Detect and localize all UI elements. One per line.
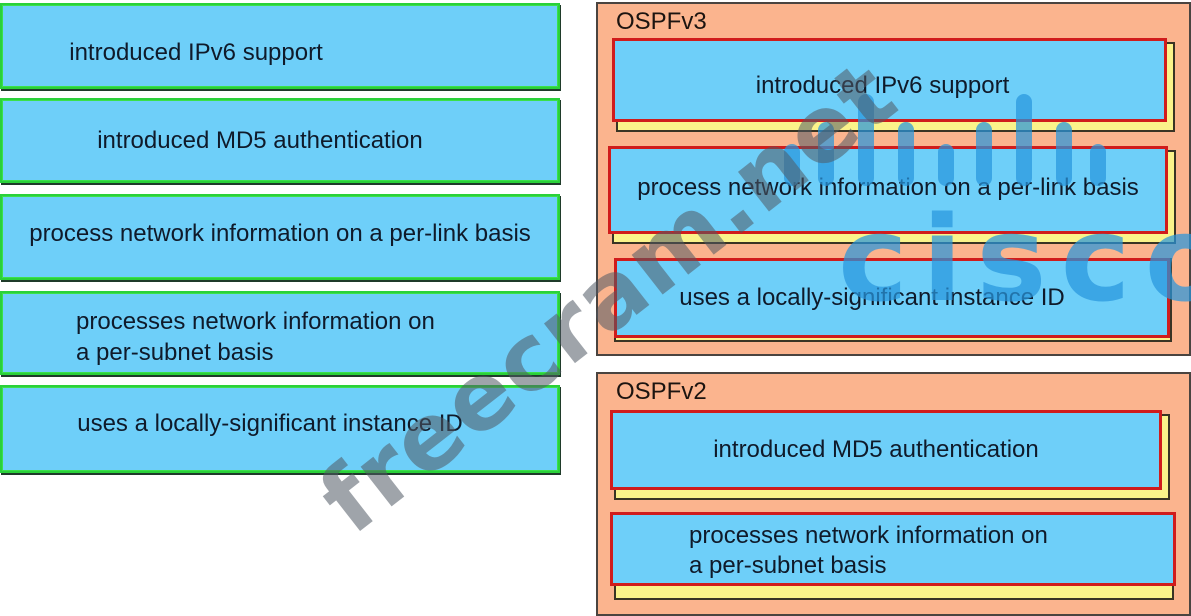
- source-item-label-line-2: a per-subnet basis: [76, 339, 274, 366]
- dropped-item-label: introduced IPv6 support: [755, 72, 1010, 99]
- dropped-item-label-line-2: a per-subnet basis: [689, 552, 887, 579]
- dropped-item-label: uses a locally-significant instance ID: [679, 284, 1065, 311]
- source-item-per-subnet[interactable]: processes network information on a per-s…: [0, 291, 560, 375]
- target-ospfv2[interactable]: OSPFv2 introduced MD5 authentication pro…: [596, 372, 1191, 616]
- dropped-item-instance-id[interactable]: uses a locally-significant instance ID: [614, 258, 1172, 342]
- dropped-item-per-subnet[interactable]: processes network information on a per-s…: [610, 512, 1176, 600]
- item-face: introduced MD5 authentication: [610, 410, 1162, 490]
- source-item-ipv6[interactable]: introduced IPv6 support: [0, 3, 560, 89]
- dropped-item-ipv6[interactable]: introduced IPv6 support: [612, 38, 1175, 132]
- dropped-item-per-link[interactable]: process network information on a per-lin…: [608, 146, 1176, 244]
- dropped-item-md5[interactable]: introduced MD5 authentication: [610, 410, 1170, 500]
- dropped-item-label-line-1: processes network information on: [689, 522, 1048, 549]
- item-face: introduced IPv6 support: [612, 38, 1167, 122]
- dropped-item-label: introduced MD5 authentication: [713, 436, 1039, 463]
- source-item-md5[interactable]: introduced MD5 authentication: [0, 98, 560, 183]
- item-face: uses a locally-significant instance ID: [614, 258, 1170, 338]
- source-item-label-line-1: processes network information on: [76, 308, 435, 335]
- source-item-per-link[interactable]: process network information on a per-lin…: [0, 194, 560, 280]
- dropped-item-label: process network information on a per-lin…: [637, 174, 1139, 201]
- target-title: OSPFv3: [616, 8, 707, 35]
- target-ospfv3[interactable]: OSPFv3 introduced IPv6 support process n…: [596, 2, 1191, 356]
- source-item-label: introduced IPv6 support: [69, 39, 323, 66]
- item-face: process network information on a per-lin…: [608, 146, 1168, 234]
- source-item-instance-id[interactable]: uses a locally-significant instance ID: [0, 385, 560, 473]
- item-face: processes network information on a per-s…: [610, 512, 1176, 586]
- source-item-label: process network information on a per-lin…: [29, 220, 531, 247]
- target-title: OSPFv2: [616, 378, 707, 405]
- source-item-label: introduced MD5 authentication: [97, 127, 423, 154]
- source-item-label: uses a locally-significant instance ID: [77, 410, 463, 437]
